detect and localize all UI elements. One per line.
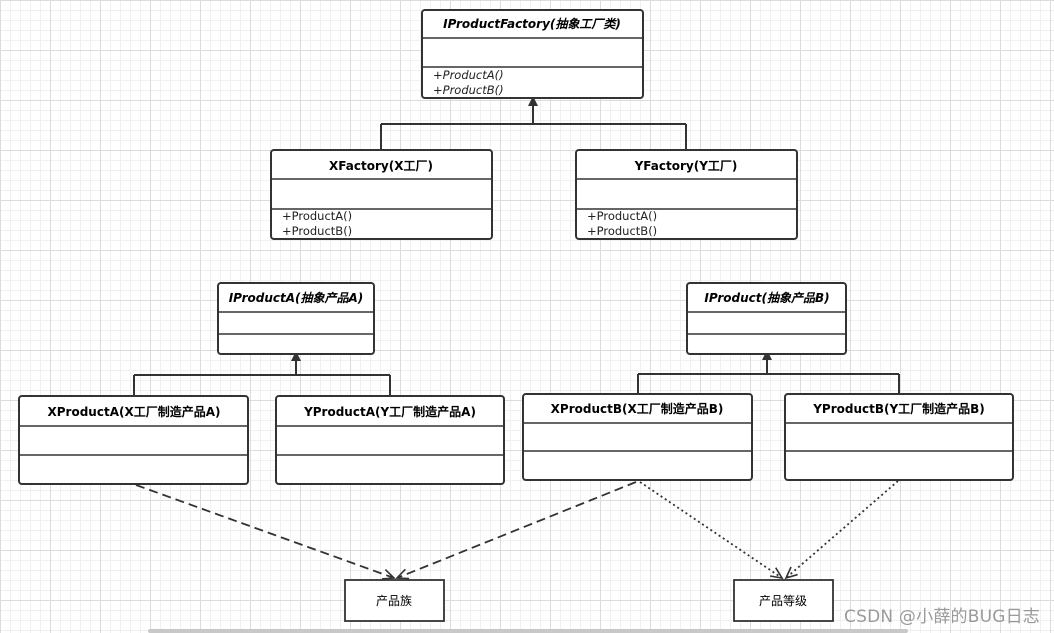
class-x-factory-method-b: +ProductB() [282,224,352,238]
watermark: CSDN @小薛的BUG日志 [844,607,1040,627]
note-product-level-label: 产品等级 [759,594,807,608]
class-y-factory-method-b: +ProductB() [587,224,657,238]
class-y-factory-method-a: +ProductA() [587,209,657,223]
inheritance-factory [380,96,687,150]
note-product-family-label: 产品族 [376,594,412,608]
class-y-product-a[interactable]: YProductA(Y工厂制造产品A) [275,395,505,485]
horizontal-scrollbar[interactable] [148,629,908,633]
class-y-product-b[interactable]: YProductB(Y工厂制造产品B) [784,393,1014,481]
class-abstract-product-a-title: IProductA(抽象产品A) [229,291,364,305]
class-abstract-factory-method-b: +ProductB() [433,83,504,97]
class-x-factory[interactable]: XFactory(X工厂) +ProductA() +ProductB() [270,149,493,240]
inheritance-product-a [133,351,391,396]
family-link-xproductb [395,481,637,580]
family-link-xproducta [135,484,396,580]
class-x-product-a-title: XProductA(X工厂制造产品A) [48,404,221,419]
class-abstract-factory-method-a: +ProductA() [433,68,504,82]
level-link-xproductb [639,481,784,580]
class-x-product-a[interactable]: XProductA(X工厂制造产品A) [18,395,249,485]
class-y-product-a-title: YProductA(Y工厂制造产品A) [303,404,476,419]
class-x-factory-method-a: +ProductA() [282,209,352,223]
class-abstract-product-b-title: IProduct(抽象产品B) [704,291,829,305]
class-x-factory-title: XFactory(X工厂) [329,159,433,173]
note-product-level[interactable]: 产品等级 [733,579,834,622]
inheritance-product-b [637,350,900,394]
class-x-product-b-title: XProductB(X工厂制造产品B) [551,401,724,416]
class-x-product-b[interactable]: XProductB(X工厂制造产品B) [522,393,753,481]
class-abstract-factory[interactable]: IProductFactory(抽象工厂类) +ProductA() +Prod… [421,9,644,99]
class-y-factory[interactable]: YFactory(Y工厂) +ProductA() +ProductB() [575,149,798,240]
class-abstract-factory-title: IProductFactory(抽象工厂类) [443,17,621,31]
class-y-factory-title: YFactory(Y工厂) [634,159,738,173]
class-y-product-b-title: YProductB(Y工厂制造产品B) [812,401,985,416]
level-link-yproductb [784,480,899,580]
class-abstract-product-a[interactable]: IProductA(抽象产品A) [217,282,375,355]
class-abstract-product-b[interactable]: IProduct(抽象产品B) [686,282,847,355]
note-product-family[interactable]: 产品族 [344,579,445,622]
